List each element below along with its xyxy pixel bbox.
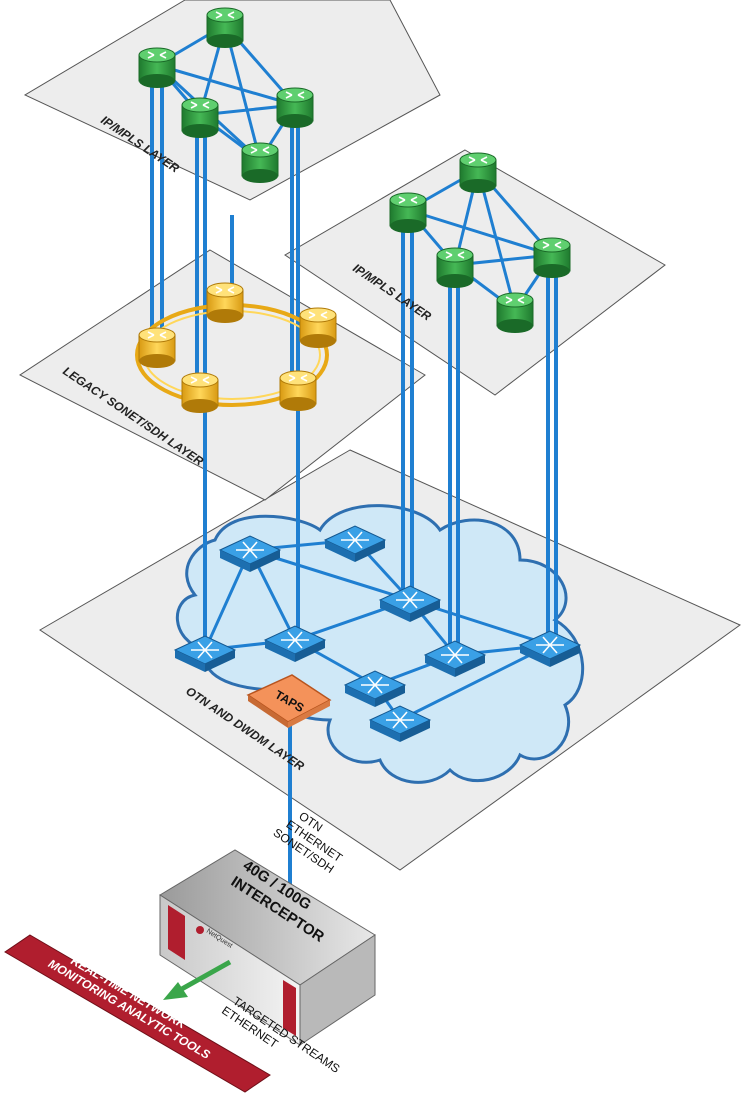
otn-node-5 [423,640,487,677]
sonet-nodes [138,282,337,413]
otn-node-8 [368,705,432,742]
router-left-1 [138,47,176,88]
otn-node-6 [518,630,582,667]
router-right-3 [533,237,571,278]
sonet-node-4 [279,370,317,411]
snowflake-icon [386,711,414,729]
otn-node-3 [173,635,237,672]
snowflake-icon [236,541,264,559]
router-left-4 [241,142,279,183]
otn-node-1 [323,525,387,562]
snowflake-icon [536,636,564,654]
otn-node-4 [263,625,327,662]
router-right-4 [496,292,534,333]
snowflake-icon [191,641,219,659]
router-arrows-icon [468,156,488,164]
otn-node-2 [378,585,442,622]
router-arrows-icon [505,296,525,304]
router-arrows-icon [147,331,167,339]
router-right-0 [459,152,497,193]
otn-node-0 [218,535,282,572]
snowflake-icon [281,631,309,649]
sonet-node-1 [299,307,337,348]
snowflake-icon [341,531,369,549]
router-arrows-icon [398,196,418,204]
router-arrows-icon [308,311,328,319]
router-arrows-icon [445,251,465,259]
router-arrows-icon [285,91,305,99]
routers-left [138,7,314,183]
router-arrows-icon [542,241,562,249]
sonet-node-2 [138,327,176,368]
sonet-layer-plane [19,249,426,501]
ip-mpls-layer-plane-right [284,149,666,396]
targeted-streams-arrow [163,959,232,1000]
sonet-node-3 [181,372,219,413]
router-arrows-icon [147,51,167,59]
router-right-2 [436,247,474,288]
router-left-0 [206,7,244,48]
otn-nodes [173,525,582,742]
router-arrows-icon [215,286,235,294]
router-arrows-icon [288,374,308,382]
router-arrows-icon [250,146,270,154]
router-arrows-icon [190,376,210,384]
interceptor-appliance: NetQuest 40G / 100G INTERCEPTOR [159,849,376,1046]
snowflake-icon [396,591,424,609]
snowflake-icon [361,676,389,694]
router-left-3 [276,87,314,128]
vertical-links [150,80,558,890]
router-arrows-icon [215,11,235,19]
router-right-1 [389,192,427,233]
ip-mpls-layer-plane-left [23,0,441,201]
router-arrows-icon [190,101,210,109]
sonet-node-0 [206,282,244,323]
otn-node-7 [343,670,407,707]
routers-right [389,152,571,333]
router-left-2 [181,97,219,138]
snowflake-icon [441,646,469,664]
brand-logo-icon [196,926,204,934]
taps-box: TAPS [246,674,332,728]
